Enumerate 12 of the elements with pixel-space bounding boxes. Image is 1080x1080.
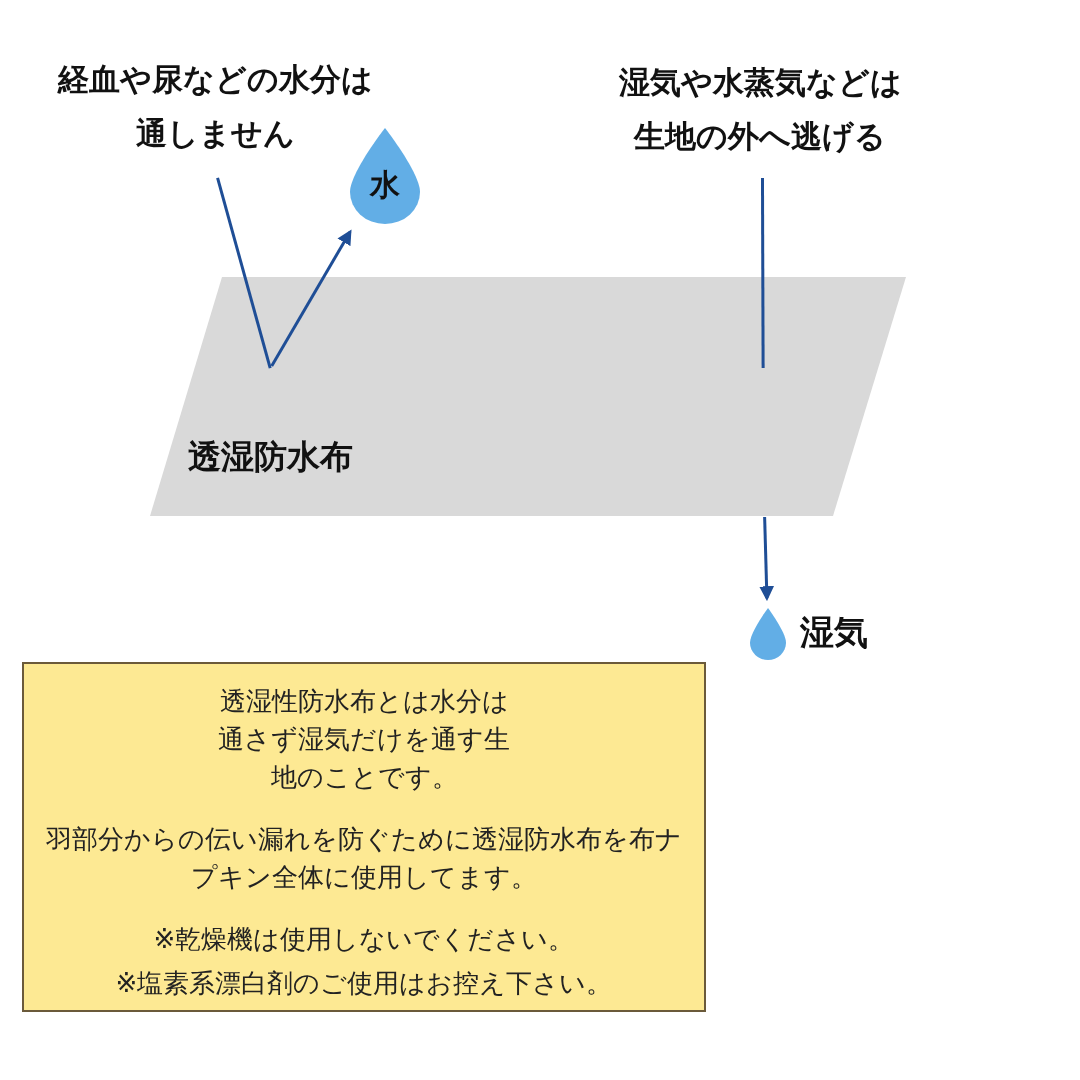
drop-caption: 湿気 <box>800 612 868 652</box>
arrow <box>759 516 775 602</box>
note-text: 羽部分からの伝い漏れを防ぐために透湿防水布を布ナプキン全体に使用してます。 <box>45 823 683 894</box>
note-text: 透湿性防水布とは水分は通さず湿気だけを通す生地のことです。 <box>217 685 511 794</box>
fabric-label: 透湿防水布 <box>188 437 353 477</box>
callout-text: 湿気や水蒸気などは生地の外へ逃げる <box>617 63 903 156</box>
note-text: ※塩素系漂白剤のご使用はお控え下さい。 <box>115 967 613 1000</box>
callout-text: 経血や尿などの水分は通しません <box>56 60 374 153</box>
arrow <box>270 229 352 367</box>
note-card <box>22 662 706 1012</box>
note-text: ※乾燥機は使用しないでください。 <box>153 923 575 956</box>
drop-label: 水 <box>368 168 401 203</box>
